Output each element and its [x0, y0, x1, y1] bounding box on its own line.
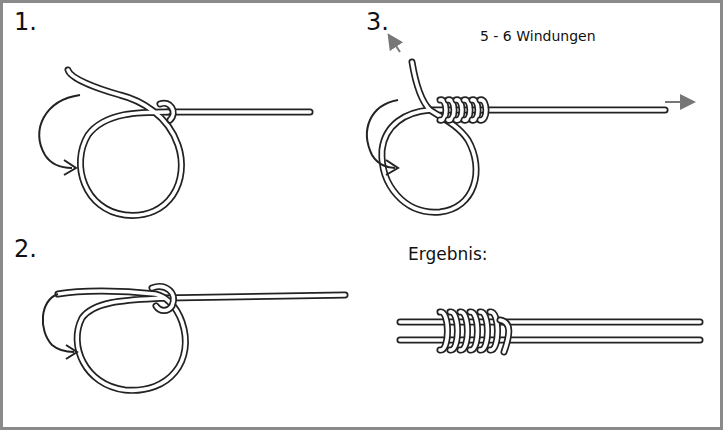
step-number: 1. — [14, 8, 37, 36]
step-3-drawing — [367, 40, 688, 212]
step-1-drawing — [39, 70, 310, 215]
result-drawing — [400, 312, 700, 352]
winding-note: 5 - 6 Windungen — [480, 28, 596, 44]
step-number: 2. — [14, 235, 37, 263]
step-2-drawing — [43, 287, 345, 391]
result-heading: Ergebnis: — [408, 244, 488, 264]
step-number: 3. — [366, 8, 389, 36]
